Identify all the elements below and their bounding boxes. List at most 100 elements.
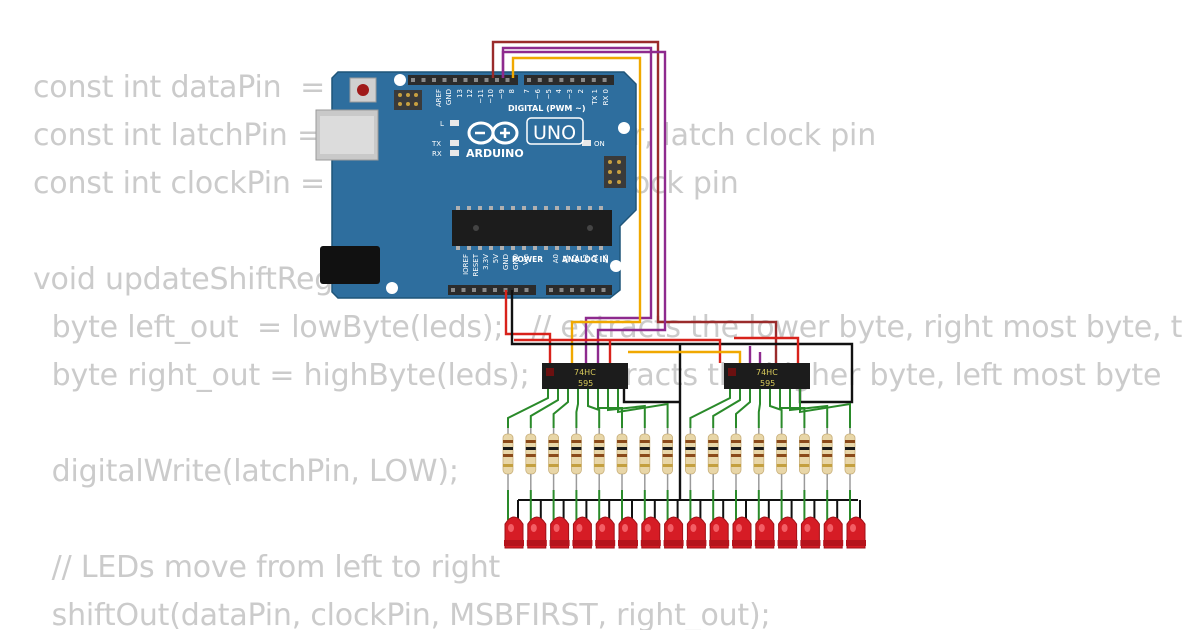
red-led[interactable] bbox=[754, 516, 775, 549]
red-led[interactable] bbox=[595, 516, 616, 549]
green-wire bbox=[757, 389, 761, 428]
on-label: ON bbox=[594, 140, 605, 148]
pin-label: 13 bbox=[456, 89, 464, 98]
code-line: byte left_out = lowByte(leds); // extrac… bbox=[33, 310, 1183, 345]
red-led[interactable] bbox=[504, 516, 524, 549]
wire-latch bbox=[491, 40, 778, 363]
code-line: digitalWrite(latchPin, LOW); bbox=[33, 454, 459, 489]
red-led[interactable] bbox=[732, 516, 752, 549]
shift-register-2[interactable]: 74HC 595 bbox=[724, 363, 810, 389]
red-led[interactable] bbox=[846, 516, 866, 549]
resistor[interactable] bbox=[685, 428, 696, 490]
pin-label: 5V bbox=[492, 254, 500, 263]
shift-register-2-label-1: 74HC bbox=[756, 368, 778, 377]
pin-label: RX 0 bbox=[602, 89, 610, 105]
red-led[interactable] bbox=[823, 516, 844, 549]
wire-data-a bbox=[501, 50, 667, 363]
tx-label: TX bbox=[431, 140, 441, 148]
resistor[interactable] bbox=[707, 428, 719, 490]
green-wire bbox=[575, 389, 579, 428]
pin-label: ~10 bbox=[487, 89, 495, 104]
pin-label: ~9 bbox=[498, 89, 506, 99]
green-wire bbox=[617, 389, 669, 428]
pin-label: ~11 bbox=[477, 89, 485, 104]
digital-header-low[interactable] bbox=[524, 75, 614, 85]
pin-label: GND bbox=[502, 254, 510, 270]
red-led[interactable] bbox=[526, 516, 547, 549]
pin-label: A5 bbox=[602, 254, 610, 263]
red-led[interactable] bbox=[572, 516, 593, 549]
pin-label: 7 bbox=[523, 89, 531, 93]
green-wire bbox=[507, 389, 549, 428]
pin-label: AREF bbox=[435, 89, 443, 107]
resistor[interactable] bbox=[821, 428, 833, 490]
arduino-logo: ARDUINO bbox=[466, 121, 524, 160]
rx-label: RX bbox=[432, 150, 442, 158]
green-wire bbox=[607, 389, 646, 428]
green-wire bbox=[597, 389, 623, 428]
shift-register-1-label-2: 595 bbox=[578, 379, 593, 388]
wire-5v bbox=[504, 290, 552, 363]
resistor[interactable] bbox=[639, 428, 651, 490]
green-wire bbox=[779, 389, 806, 428]
power-label: POWER bbox=[512, 255, 543, 264]
pin-label: ~3 bbox=[566, 89, 574, 99]
red-led[interactable] bbox=[709, 516, 730, 549]
red-led[interactable] bbox=[663, 516, 684, 549]
red-led[interactable] bbox=[686, 516, 707, 549]
pin-label: IOREF bbox=[462, 254, 470, 275]
pin-label: RESET bbox=[472, 253, 480, 276]
board-model-label: UNO bbox=[533, 122, 576, 144]
resistor[interactable] bbox=[776, 428, 787, 490]
shift-register-1-label-1: 74HC bbox=[574, 368, 596, 377]
pin-label: ~5 bbox=[545, 89, 553, 99]
red-led[interactable] bbox=[618, 516, 638, 549]
red-led[interactable] bbox=[549, 516, 570, 549]
code-line: shiftOut(dataPin, clockPin, MSBFIRST, ri… bbox=[33, 598, 771, 630]
pin-label: A4 bbox=[592, 253, 600, 263]
pin-label: A0 bbox=[552, 254, 560, 263]
pin-label: 3.3V bbox=[482, 254, 490, 270]
shift-register-1[interactable]: 74HC 595 bbox=[542, 363, 628, 389]
resistor[interactable] bbox=[662, 428, 673, 490]
green-wire bbox=[689, 389, 731, 428]
pin-label: GND bbox=[512, 254, 520, 270]
red-led[interactable] bbox=[800, 516, 821, 549]
analog-header[interactable] bbox=[546, 285, 612, 295]
resistor[interactable] bbox=[571, 428, 582, 490]
power-jack bbox=[320, 246, 380, 284]
digital-header-high[interactable] bbox=[408, 75, 518, 85]
red-led[interactable] bbox=[777, 516, 798, 549]
green-wire bbox=[712, 389, 741, 428]
pin-label: Vin bbox=[522, 254, 530, 265]
digital-label: DIGITAL (PWM ~) bbox=[508, 104, 586, 113]
green-wire bbox=[587, 389, 601, 428]
pin-label: 12 bbox=[466, 89, 474, 98]
green-wire bbox=[799, 389, 851, 428]
red-led[interactable] bbox=[640, 516, 661, 549]
power-header[interactable] bbox=[448, 285, 536, 295]
resistor[interactable] bbox=[730, 428, 742, 490]
resistor[interactable] bbox=[593, 428, 605, 490]
green-wire bbox=[529, 389, 559, 428]
shift-register-2-label-2: 595 bbox=[760, 379, 775, 388]
analog-label: ANALOG IN bbox=[562, 255, 609, 264]
resistor[interactable] bbox=[844, 428, 856, 490]
resistor[interactable] bbox=[502, 428, 514, 490]
resistor[interactable] bbox=[753, 428, 765, 490]
green-wire bbox=[735, 389, 751, 428]
pin-label: A1 bbox=[562, 254, 570, 263]
resistor[interactable] bbox=[525, 428, 537, 490]
resistor[interactable] bbox=[548, 428, 559, 490]
l-label: L bbox=[440, 120, 444, 128]
green-wire bbox=[789, 389, 829, 428]
resistor[interactable] bbox=[799, 428, 810, 490]
pin-label: 2 bbox=[577, 89, 585, 93]
pin-label: A3 bbox=[582, 254, 590, 263]
resistor[interactable] bbox=[616, 428, 628, 490]
pin-label: ~6 bbox=[534, 88, 542, 99]
pin-label: 8 bbox=[508, 89, 516, 93]
pin-label: A2 bbox=[572, 254, 580, 263]
